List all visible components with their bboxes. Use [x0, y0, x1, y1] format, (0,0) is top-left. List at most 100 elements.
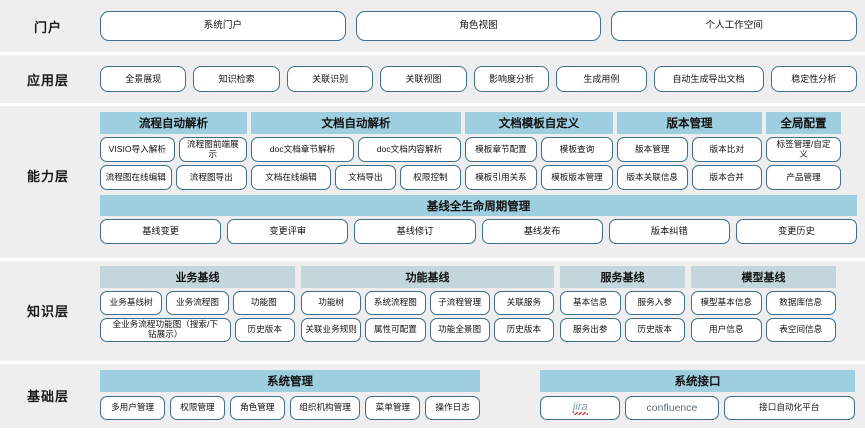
- cap-item-flowchart-frontend-display[interactable]: 流程图前端展 示: [178, 137, 247, 162]
- knowledge-group-service-baseline: 服务基线 基本信息 服务入参 服务出参 历史版本: [560, 266, 685, 342]
- know-item-history-version-business[interactable]: 历史版本: [234, 318, 295, 342]
- lifecycle-item-version-correction[interactable]: 版本纠错: [608, 219, 730, 244]
- cap-item-visio-import-parse[interactable]: VISIO导入解析: [100, 137, 175, 162]
- cap-item-template-chapter-config[interactable]: 模板章节配置: [465, 137, 537, 162]
- group-row-2: 服务出参 历史版本: [560, 318, 685, 342]
- know-item-service-input-params[interactable]: 服务入参: [624, 291, 685, 315]
- base-item-menu-mgmt[interactable]: 菜单管理: [365, 396, 421, 420]
- app-item-impact-analysis[interactable]: 影响度分析: [473, 66, 550, 92]
- group-row-2: 关联业务规则 属性可配置 功能全景图 历史版本: [301, 318, 554, 342]
- lifecycle-item-baseline-revise[interactable]: 基线修订: [354, 219, 476, 244]
- base-group-system-mgmt: 系统管理 多用户管理 权限管理 角色管理 组织机构管理 菜单管理 操作日志: [100, 370, 481, 420]
- app-item-relation-view[interactable]: 关联视图: [380, 66, 467, 92]
- know-item-service-output-params[interactable]: 服务出参: [560, 318, 621, 342]
- base-item-jira[interactable]: jira: [540, 396, 621, 420]
- app-item-relation-recognition[interactable]: 关联识别: [286, 66, 374, 92]
- know-item-user-info[interactable]: 用户信息: [691, 318, 762, 342]
- group-row-2: 模板引用关系 模板版本管理: [465, 165, 613, 190]
- group-row-1: VISIO导入解析 流程图前端展 示: [100, 137, 247, 162]
- cap-item-version-merge[interactable]: 版本合并: [691, 165, 762, 190]
- cap-item-template-version-mgmt[interactable]: 模板版本管理: [541, 165, 613, 190]
- app-item-panorama[interactable]: 全景展现: [100, 66, 187, 92]
- lifecycle-item-baseline-release[interactable]: 基线发布: [481, 219, 603, 244]
- base-item-role-mgmt[interactable]: 角色管理: [229, 396, 285, 420]
- app-item-stability-analysis[interactable]: 稳定性分析: [770, 66, 857, 92]
- layer-label-capability: 能力层: [26, 169, 69, 184]
- group-row-2: 流程图在线编辑 流程图导出: [100, 165, 247, 190]
- base-item-interface-automation-platform[interactable]: 接口自动化平台: [723, 396, 855, 420]
- know-item-subprocess-mgmt[interactable]: 子流程管理: [429, 291, 490, 315]
- group-row-2: 产品管理: [766, 165, 841, 190]
- portal-item-system-portal[interactable]: 系统门户: [100, 11, 346, 41]
- cap-item-template-query[interactable]: 模板查询: [541, 137, 613, 162]
- capability-group-process-parse: 流程自动解析 VISIO导入解析 流程图前端展 示 流程图在线编辑 流程图导出: [100, 112, 247, 190]
- group-header-doc-template: 文档模板自定义: [465, 112, 613, 134]
- portal-item-role-view[interactable]: 角色视图: [355, 11, 602, 41]
- base-item-operation-log[interactable]: 操作日志: [425, 396, 481, 420]
- know-item-history-version-service[interactable]: 历史版本: [624, 318, 685, 342]
- know-item-function-chart[interactable]: 功能图: [232, 291, 295, 315]
- app-item-generate-case[interactable]: 生成用例: [556, 66, 647, 92]
- cap-item-doc-content-parse[interactable]: doc文档内容解析: [358, 137, 461, 162]
- know-item-model-basic-info[interactable]: 模型基本信息: [691, 291, 762, 315]
- group-header-business-baseline: 业务基线: [100, 266, 295, 288]
- app-item-auto-export-doc[interactable]: 自动生成导出文档: [653, 66, 764, 92]
- capability-group-row: 流程自动解析 VISIO导入解析 流程图前端展 示 流程图在线编辑 流程图导出 …: [96, 106, 857, 190]
- know-item-business-baseline-tree[interactable]: 业务基线树: [100, 291, 163, 315]
- cap-item-doc-export[interactable]: 文档导出: [334, 165, 396, 190]
- base-item-permission-mgmt[interactable]: 权限管理: [170, 396, 225, 420]
- layer-body-base: 系统管理 多用户管理 权限管理 角色管理 组织机构管理 菜单管理 操作日志 系统…: [96, 364, 865, 420]
- know-item-all-business-process-function-chart[interactable]: 全业务流程功能图（搜索/下 钻展示）: [100, 318, 231, 342]
- know-item-function-tree[interactable]: 功能树: [301, 291, 362, 315]
- know-item-history-version-function[interactable]: 历史版本: [493, 318, 554, 342]
- know-item-basic-info[interactable]: 基本信息: [560, 291, 621, 315]
- app-item-knowledge-search[interactable]: 知识检索: [193, 66, 280, 92]
- know-item-related-business-rule[interactable]: 关联业务规则: [301, 318, 362, 342]
- cap-item-flowchart-online-edit[interactable]: 流程图在线编辑: [100, 165, 172, 190]
- group-row-1: 基本信息 服务入参: [560, 291, 685, 315]
- cap-item-permission-control[interactable]: 权限控制: [399, 165, 462, 190]
- know-item-business-flowchart[interactable]: 业务流程图: [166, 291, 229, 315]
- know-item-attribute-configurable[interactable]: 属性可配置: [365, 318, 426, 342]
- cap-item-doc-online-edit[interactable]: 文档在线编辑: [251, 165, 331, 190]
- group-header-doc-parse: 文档自动解析: [251, 112, 461, 134]
- cap-item-product-mgmt[interactable]: 产品管理: [766, 165, 841, 190]
- lifecycle-item-change-history[interactable]: 变更历史: [735, 219, 858, 244]
- group-row-1: 版本管理 版本比对: [617, 137, 762, 162]
- base-item-multiuser-mgmt[interactable]: 多用户管理: [100, 396, 166, 420]
- group-row-1: 多用户管理 权限管理 角色管理 组织机构管理 菜单管理 操作日志: [100, 396, 481, 420]
- know-item-database-info[interactable]: 数据库信息: [765, 291, 836, 315]
- confluence-label: confluence: [646, 401, 698, 414]
- layer-label-base: 基础层: [26, 389, 69, 404]
- layer-label-application: 应用层: [26, 72, 69, 88]
- layer-band-knowledge: 知识层 业务基线 业务基线树 业务流程图 功能图 全业务流程功能图（搜索/下 钻…: [0, 261, 865, 361]
- cap-item-template-reference-relation[interactable]: 模板引用关系: [465, 165, 537, 190]
- group-row-2: 版本关联信息 版本合并: [617, 165, 762, 190]
- know-item-function-panorama[interactable]: 功能全景图: [429, 318, 490, 342]
- portal-item-personal-workspace[interactable]: 个人工作空间: [611, 11, 858, 41]
- cap-item-tag-mgmt-custom[interactable]: 标签管理/自定 义: [766, 137, 841, 162]
- know-item-related-service[interactable]: 关联服务: [493, 291, 554, 315]
- know-item-tablespace-info[interactable]: 表空间信息: [765, 318, 836, 342]
- cap-item-version-relation-info[interactable]: 版本关联信息: [617, 165, 688, 190]
- know-item-system-flowchart[interactable]: 系统流程图: [365, 291, 426, 315]
- base-item-confluence[interactable]: confluence: [625, 396, 719, 420]
- layer-body-knowledge: 业务基线 业务基线树 业务流程图 功能图 全业务流程功能图（搜索/下 钻展示） …: [96, 261, 865, 342]
- cap-item-version-mgmt[interactable]: 版本管理: [617, 137, 688, 162]
- knowledge-group-business-baseline: 业务基线 业务基线树 业务流程图 功能图 全业务流程功能图（搜索/下 钻展示） …: [100, 266, 295, 342]
- cap-item-doc-chapter-parse[interactable]: doc文档章节解析: [251, 137, 354, 162]
- cap-item-version-compare[interactable]: 版本比对: [691, 137, 762, 162]
- layer-band-capability: 能力层 流程自动解析 VISIO导入解析 流程图前端展 示 流程图在线编辑 流程…: [0, 106, 865, 258]
- base-group-system-interface: 系统接口 jira confluence 接口自动化平台: [540, 370, 855, 420]
- base-item-org-structure-mgmt[interactable]: 组织机构管理: [289, 396, 361, 420]
- group-header-version-mgmt: 版本管理: [617, 112, 762, 134]
- lifecycle-item-change-review[interactable]: 变更评审: [227, 219, 349, 244]
- group-row-2: 文档在线编辑 文档导出 权限控制: [251, 165, 462, 190]
- capability-group-doc-template: 文档模板自定义 模板章节配置 模板查询 模板引用关系 模板版本管理: [465, 112, 613, 190]
- baseline-lifecycle-row: 基线变更 变更评审 基线修订 基线发布 版本纠错 变更历史: [100, 219, 858, 244]
- cap-item-flowchart-export[interactable]: 流程图导出: [175, 165, 247, 190]
- lifecycle-item-baseline-change[interactable]: 基线变更: [100, 219, 222, 244]
- layer-band-portal: 门户 系统门户 角色视图 个人工作空间: [0, 0, 865, 52]
- group-header-system-interface: 系统接口: [540, 370, 855, 392]
